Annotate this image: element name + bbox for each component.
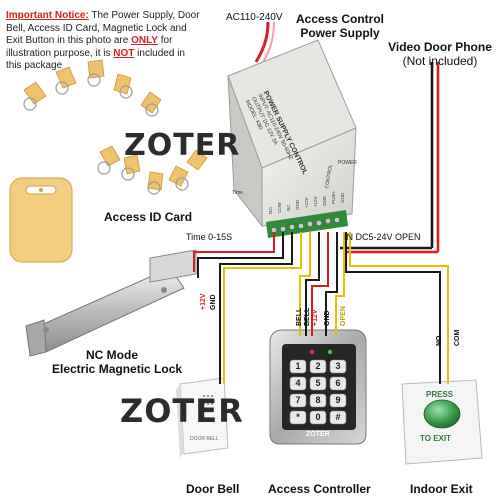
keypad-key-label: 8 [315, 395, 321, 405]
wire-label-bell-1: BELL [296, 307, 303, 326]
wire-label-exit-no: NO [436, 335, 443, 347]
power-supply-label-line1: Access Control [295, 12, 385, 26]
keypad-key-label: 6 [335, 378, 341, 388]
notice-text-b: for illustration purpose, it is [6, 35, 173, 59]
access-id-card-group [9, 59, 208, 263]
keypad-key-label: # [335, 412, 341, 422]
power-supply-label: Access Control Power Supply [290, 12, 390, 40]
power-supply-terminal-label: +12V [304, 197, 309, 209]
power-supply-box [227, 39, 357, 238]
ac-input-label: AC110-240V [226, 12, 283, 23]
brand-watermark-bottom: ZOTER [120, 392, 244, 430]
power-supply-terminal-label: PUSH [331, 191, 336, 205]
keypad-key-label: 4 [295, 378, 301, 388]
keypad-brand: ZOTER [306, 431, 330, 438]
power-supply-terminal-label: GND [295, 199, 300, 210]
keypad-key[interactable] [289, 376, 307, 391]
exit-button-top-text: PRESS [426, 390, 454, 399]
notice-not: NOT [113, 47, 135, 59]
keypad-key[interactable] [329, 359, 347, 374]
power-supply-terminal-label: GND [322, 195, 327, 206]
keypad-key-label: 3 [335, 361, 341, 371]
power-supply-terminal-label: NC [286, 204, 291, 212]
keypad-key[interactable] [289, 410, 307, 425]
power-supply-terminal-label: +12V [313, 196, 318, 207]
keypad-key[interactable] [329, 410, 347, 425]
brand-watermark-top: ZOTER [124, 128, 241, 163]
video-door-phone-label: Video Door Phone (Not included) [380, 40, 500, 68]
keypad-key[interactable] [329, 393, 347, 408]
important-notice: Important Notice: The Power Supply, Door… [6, 10, 202, 73]
keypad-key-label: * [296, 412, 300, 422]
exit-button-device [401, 379, 483, 465]
magnetic-lock-label: NC Mode Electric Magnetic Lock [52, 348, 183, 376]
power-supply-terminal-label: NO [268, 207, 273, 214]
keypad-key[interactable] [289, 393, 307, 408]
notice-text-c: included in this package [6, 47, 185, 72]
keypad-key[interactable] [309, 359, 327, 374]
notice-text-a: The Power Supply, Door Bell, Access ID C… [6, 10, 200, 46]
wire-label-lock-gnd: GND [210, 294, 217, 310]
keypad-key-label: 0 [315, 412, 321, 422]
video-door-phone-label-line2: (Not included) [402, 54, 478, 68]
keypad-key-label: 7 [295, 395, 301, 405]
notice-heading: Important Notice: [6, 10, 89, 21]
video-phone-wires [340, 62, 440, 254]
door-bell-device-label: DOOR BELL [190, 436, 219, 442]
keypad-key-label: 9 [335, 395, 341, 405]
keypad-key[interactable] [309, 376, 327, 391]
access-controller-label: Access Controller [268, 482, 371, 496]
input-dc-open-label: IN DC5-24V OPEN [344, 232, 421, 242]
wire-label-ctrl-open: OPEN [340, 306, 347, 326]
power-supply-terminal-label: COM [277, 202, 282, 213]
power-supply-time-label: Time [232, 190, 243, 196]
indoor-exit-label: Indoor Exit [410, 482, 473, 496]
exit-button-bottom-text: TO EXIT [420, 434, 451, 443]
keypad-key[interactable] [309, 410, 327, 425]
access-id-card-label: Access ID Card [104, 210, 193, 224]
ac-input-cable [254, 21, 275, 65]
magnetic-lock [25, 249, 197, 357]
wire-label-ctrl-plus: +12V [312, 309, 319, 326]
magnetic-lock-label-line1: NC Mode [86, 348, 138, 362]
wire-label-ctrl-gnd: GND [324, 310, 331, 326]
video-door-phone-label-line1: Video Door Phone [388, 40, 492, 54]
keypad-key[interactable] [329, 376, 347, 391]
keypad-key-label: 2 [315, 361, 321, 371]
keypad-device [269, 329, 367, 445]
main-wiring [193, 232, 449, 384]
keypad-key-label: 1 [295, 361, 301, 371]
time-delay-label: Time 0-15S [186, 232, 233, 242]
magnetic-lock-label-line2: Electric Magnetic Lock [52, 362, 183, 376]
keypad-key[interactable] [309, 393, 327, 408]
power-supply-label-line2: Power Supply [300, 26, 380, 40]
notice-only: ONLY [131, 35, 158, 46]
wire-label-lock-plus: +12V [200, 293, 207, 310]
wire-label-exit-com: COM [454, 329, 461, 346]
keypad-key-label: 5 [315, 378, 321, 388]
door-bell-device [176, 377, 229, 458]
keypad-key[interactable] [289, 359, 307, 374]
door-bell-label: Door Bell [186, 482, 240, 496]
power-supply-terminal-label: GND [340, 192, 345, 203]
power-supply-power-label: POWER [338, 160, 357, 166]
wire-label-bell-2: BELL [304, 307, 311, 326]
